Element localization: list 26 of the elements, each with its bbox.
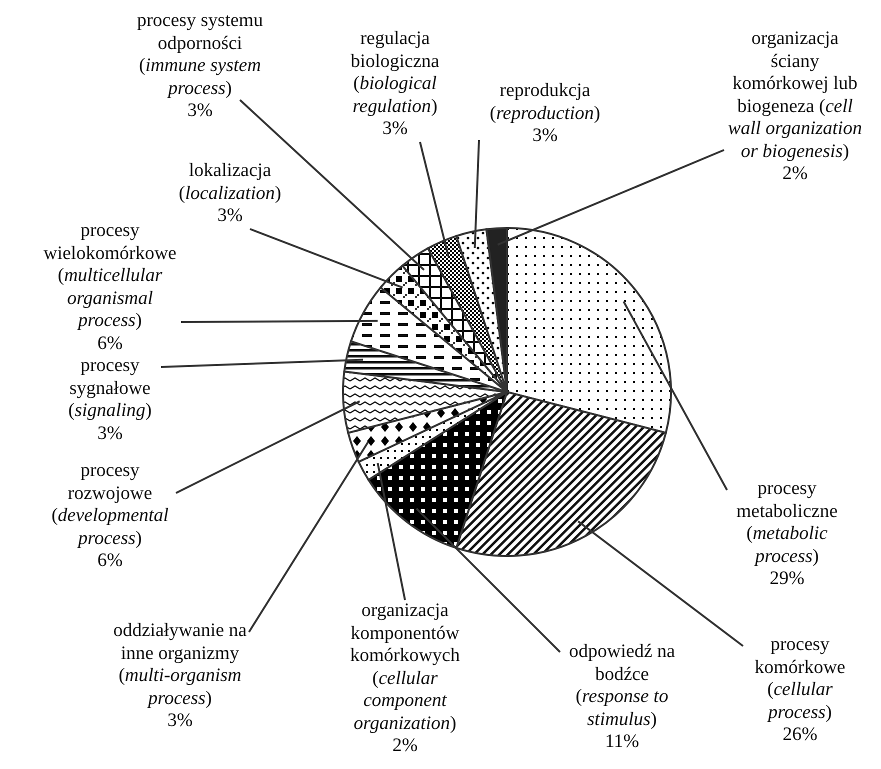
category-label: procesy metaboliczne (metabolic process) (735, 478, 839, 568)
category-label: procesy wielokomórkowe (multicellular organismal process) (42, 220, 178, 332)
percentage-label: 3% (531, 125, 559, 148)
category-label: organizacja ściany komórkowej lub biogeneza (cell wall organization or biogenesis) (727, 28, 863, 163)
category-label: regulacja biologiczna (biological regulation) (350, 28, 440, 118)
percentage-label: 3% (186, 100, 214, 122)
category-label: organizacja komponentów komórkowych (cellular component organization) (349, 600, 461, 735)
percentage-label: 26% (782, 724, 818, 746)
category-label: procesy systemu odporności (immune system process) (136, 10, 264, 100)
percentage-label: 11% (604, 731, 640, 754)
percentage-label: 2% (781, 163, 809, 186)
category-label: procesy rozwojowe (developmental process) (50, 460, 170, 550)
category-label: odpowiedź na bodźce (response to stimulus) (568, 641, 676, 731)
percentage-label: 6% (96, 332, 124, 355)
category-label: procesy sygnałowe (signaling) (67, 355, 153, 422)
percentage-label: 2% (391, 735, 419, 758)
category-label: procesy komórkowe (cellular process) (754, 634, 846, 724)
percentage-label: 29% (768, 568, 806, 590)
category-label: oddziaływanie na inne organizmy (multi-organism process) (112, 620, 248, 710)
percentage-label: 3% (96, 422, 124, 445)
category-label: lokalizacja (localization) (178, 160, 282, 205)
percentage-label: 3% (166, 710, 194, 732)
category-label: reprodukcja (reproduction) (488, 80, 602, 125)
percentage-label: 3% (381, 118, 409, 140)
percentage-label: 3% (216, 205, 244, 228)
percentage-label: 6% (96, 550, 124, 572)
